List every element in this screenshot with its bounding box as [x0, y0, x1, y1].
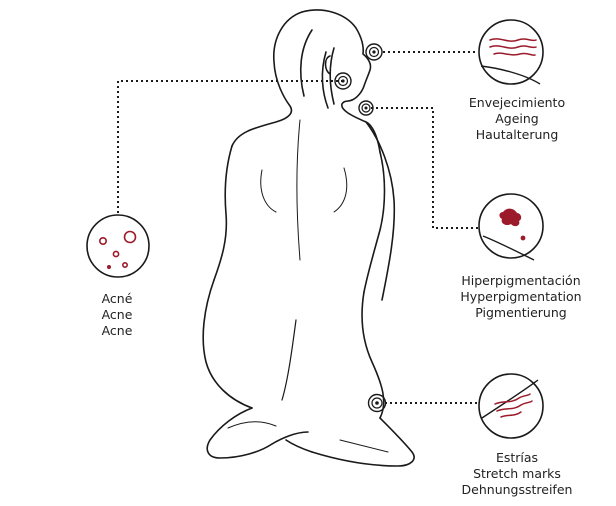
ageing-label-en: Ageing [495, 111, 539, 126]
leader-acne [117, 80, 343, 216]
stretch-marks-label-de: Dehnungsstreifen [461, 482, 573, 497]
ageing-label: Envejecimiento Ageing Hautalterung [452, 95, 582, 143]
acne-label: Acné Acne Acne [72, 291, 162, 339]
stretch-marks-label: Estrías Stretch marks Dehnungsstreifen [452, 450, 582, 498]
target-markers [334, 43, 387, 413]
ageing-label-es: Envejecimiento [468, 95, 566, 110]
wrinkles-icon [478, 19, 544, 85]
stretch-marks-label-en: Stretch marks [473, 466, 561, 481]
pigment-spot-icon [478, 193, 544, 261]
acne-spots-icon [86, 214, 150, 278]
pigmentation-label-de: Pigmentierung [475, 305, 567, 320]
kneeling-figure [202, 9, 415, 467]
pigmentation-label-es: Hiperpigmentación [461, 273, 581, 288]
ageing-label-de: Hautalterung [475, 127, 559, 142]
pigmentation-label-en: Hyperpigmentation [460, 289, 582, 304]
stretch-marks-icon [478, 373, 544, 439]
target-marker-stretch [367, 393, 387, 413]
acne-label-de: Acne [101, 323, 133, 338]
leader-lines [117, 51, 478, 404]
pigmentation-label: Hiperpigmentación Hyperpigmentation Pigm… [446, 273, 596, 321]
target-marker-pigmentation [358, 100, 374, 116]
acne-label-en: Acne [101, 307, 133, 322]
stretch-marks-label-es: Estrías [495, 450, 539, 465]
acne-label-es: Acné [101, 291, 133, 306]
target-marker-ageing [365, 43, 383, 61]
leader-pigmentation [371, 107, 478, 229]
target-marker-acne [334, 72, 352, 90]
